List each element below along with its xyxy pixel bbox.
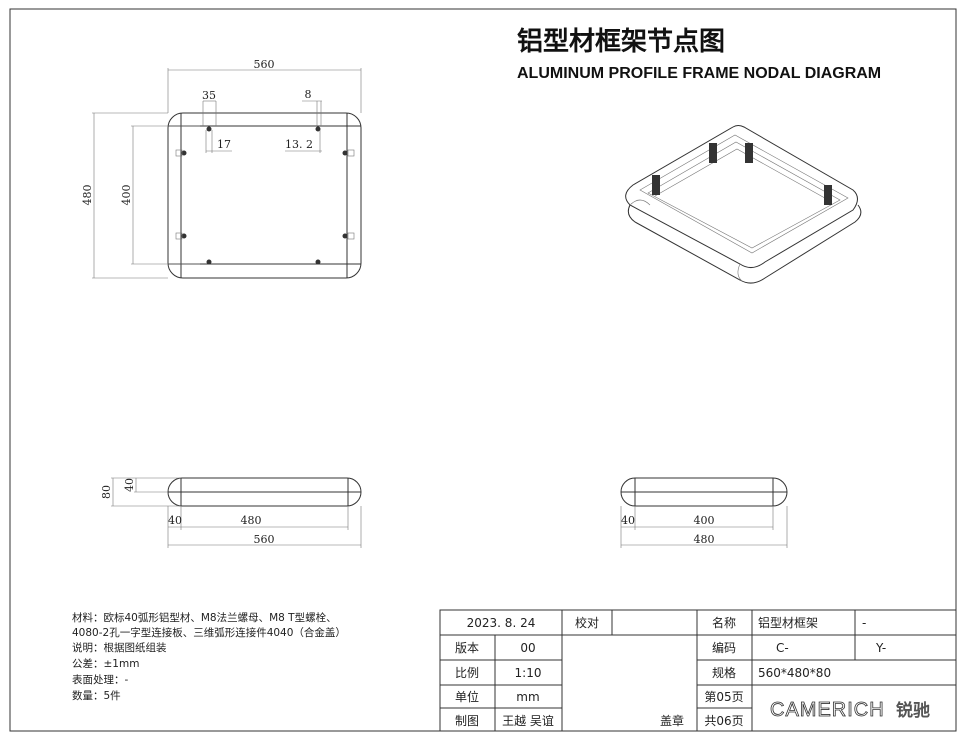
dim-80: 80 bbox=[100, 485, 113, 499]
note-quantity: 数量：5件 bbox=[72, 689, 121, 702]
name-value: 铝型材框架 bbox=[758, 615, 818, 630]
dim-560: 560 bbox=[254, 533, 275, 546]
dim-35: 35 bbox=[202, 89, 216, 102]
dim-480: 480 bbox=[241, 514, 262, 527]
dim-13-2: 13. 2 bbox=[285, 138, 313, 151]
bolt-icons bbox=[175, 126, 355, 265]
proofread-label: 校对 bbox=[575, 615, 599, 630]
dim-cap: 40 bbox=[168, 514, 182, 527]
notes: 材料：欧标40弧形铝型材、M8法兰螺母、M8 T型螺栓、 4080-2孔一字型连… bbox=[72, 611, 346, 702]
frame-outline bbox=[167, 112, 362, 279]
top-view: 560 480 400 35 17 8 13. 2 bbox=[81, 58, 362, 279]
dim-480-short: 480 bbox=[694, 533, 715, 546]
logo-en: CAMERICH bbox=[770, 699, 885, 721]
title-cn: 铝型材框架节点图 bbox=[517, 26, 725, 57]
dim-8: 8 bbox=[305, 88, 312, 101]
side-view-short: 40 400 480 bbox=[620, 477, 788, 548]
side-view-long: 80 40 40 480 560 bbox=[100, 477, 362, 548]
code-label: 编码 bbox=[712, 640, 736, 655]
page-number: 第05页 bbox=[704, 690, 743, 704]
note-tolerance: 公差：±1mm bbox=[72, 657, 139, 670]
drawn-label: 制图 bbox=[455, 714, 479, 728]
total-pages: 共06页 bbox=[704, 714, 743, 728]
name-extra: - bbox=[862, 616, 866, 630]
unit-label: 单位 bbox=[455, 689, 479, 704]
code-y: Y- bbox=[875, 641, 886, 655]
title-block: 2023. 8. 24 校对 版本 00 比例 1:10 单位 mm 制图 王越… bbox=[439, 609, 957, 732]
spec-label: 规格 bbox=[712, 665, 736, 680]
dim-cap-short: 40 bbox=[621, 514, 635, 527]
logo-cn: 锐驰 bbox=[896, 700, 930, 721]
seal-label: 盖章 bbox=[660, 713, 684, 728]
dim-400: 400 bbox=[694, 514, 715, 527]
unit-value: mm bbox=[516, 690, 539, 704]
title-en: ALUMINUM PROFILE FRAME NODAL DIAGRAM bbox=[517, 65, 881, 82]
date: 2023. 8. 24 bbox=[467, 616, 536, 630]
version-value: 00 bbox=[520, 641, 535, 655]
spec-value: 560*480*80 bbox=[758, 666, 831, 680]
dim-width: 560 bbox=[254, 58, 275, 71]
note-description: 说明：根据图纸组装 bbox=[72, 641, 167, 654]
isometric-view bbox=[625, 125, 862, 284]
connector-plate-icons bbox=[652, 143, 832, 205]
note-surface: 表面处理：- bbox=[72, 673, 128, 686]
name-label: 名称 bbox=[712, 615, 736, 630]
code-c: C- bbox=[776, 641, 789, 655]
scale-label: 比例 bbox=[455, 666, 479, 680]
dim-17: 17 bbox=[217, 138, 231, 151]
note-material-1: 材料：欧标40弧形铝型材、M8法兰螺母、M8 T型螺栓、 bbox=[72, 611, 337, 624]
dim-inner-height: 400 bbox=[120, 185, 133, 206]
dim-40-half: 40 bbox=[123, 478, 136, 492]
version-label: 版本 bbox=[455, 641, 479, 655]
scale-value: 1:10 bbox=[515, 666, 542, 680]
drawn-by: 王越 吴谊 bbox=[502, 713, 554, 728]
dim-height: 480 bbox=[81, 185, 94, 206]
note-material-2: 4080-2孔一字型连接板、三维弧形连接件4040（合金盖） bbox=[72, 626, 346, 639]
